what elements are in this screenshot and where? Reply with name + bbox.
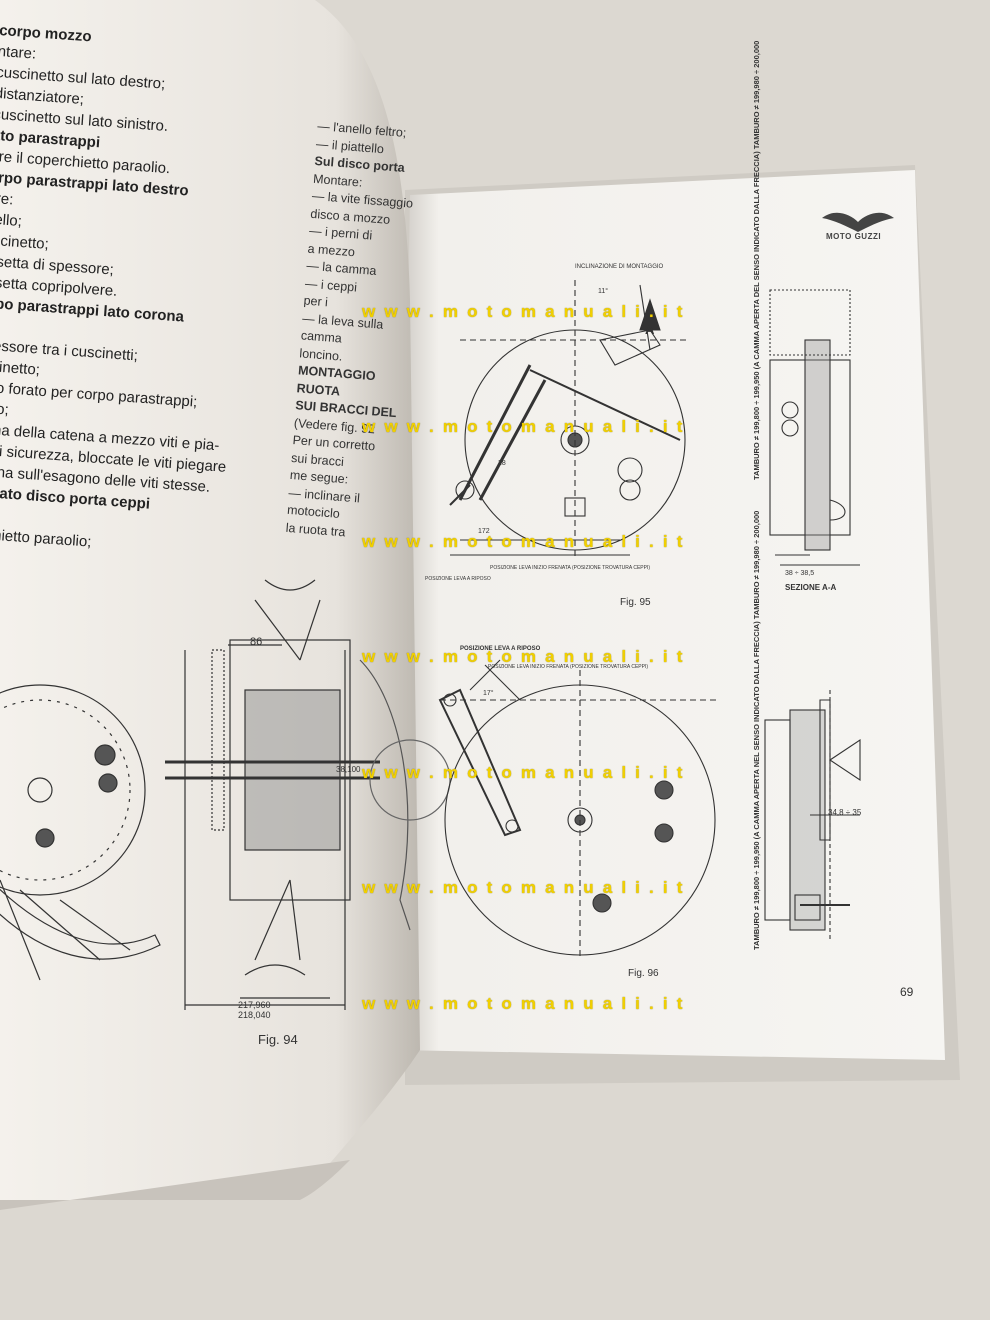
- dim-218040: 218,040: [238, 1010, 271, 1020]
- fig96-text-3: 17°: [483, 690, 494, 697]
- fig95-text-4: POSIZIONE LEVA A RIPOSO: [425, 576, 491, 582]
- fig96-drawing: [438, 659, 861, 960]
- fig96-label: Fig. 96: [628, 968, 659, 979]
- dim-86: 86: [250, 636, 263, 648]
- section-label: SEZIONE A-A: [785, 583, 837, 592]
- fig95-drawing: [449, 280, 860, 566]
- fig95-text-3: POSIZIONE LEVA INIZIO FRENATA (POSIZIONE…: [490, 565, 651, 571]
- watermark-1: w w w . m o t o m a n u a l i . i t: [362, 302, 685, 321]
- fig95-text-7: 38 ÷ 38,5: [785, 570, 815, 577]
- fig94-label: Fig. 94: [258, 1032, 298, 1047]
- watermark-3: w w w . m o t o m a n u a l i . i t: [362, 532, 685, 551]
- watermark-5: w w w . m o t o m a n u a l i . i t: [362, 763, 685, 782]
- section-marker: A: [645, 322, 655, 337]
- right-page: [395, 170, 945, 1060]
- fig96-text-4: 34,8 ÷ 35: [828, 808, 862, 817]
- fig94-drawing: [0, 579, 451, 1010]
- brand-label: MOTO GUZZI: [826, 232, 882, 241]
- fig95-label: Fig. 95: [620, 597, 651, 608]
- left-page-edge: [0, 1160, 350, 1210]
- fig95-text-2: 11°: [598, 288, 609, 295]
- watermark-6: w w w . m o t o m a n u a l i . i t: [362, 878, 685, 897]
- fig95-text-5: 172: [478, 528, 490, 535]
- watermark-4: w w w . m o t o m a n u a l i . i t: [362, 647, 685, 666]
- moto-guzzi-logo: [822, 212, 894, 232]
- page-number: 69: [900, 985, 914, 999]
- watermark-2: w w w . m o t o m a n u a l i . i t: [362, 417, 685, 436]
- fig95-text-1: INCLINAZIONE DI MONTAGGIO: [575, 264, 664, 270]
- watermark-7: w w w . m o t o m a n u a l i . i t: [362, 994, 685, 1013]
- dim-217960: 217,960: [238, 1000, 271, 1010]
- fig95-text-6: 28: [498, 460, 506, 467]
- vertical-note-fig95: TAMBURO ≠ 199,800 ÷ 199,950 (A CAMMA APE…: [752, 40, 761, 480]
- fig96-text-1: POSIZIONE LEVA A RIPOSO: [460, 646, 541, 652]
- fig96-text-2: POSIZIONE LEVA INIZIO FRENATA (POSIZIONE…: [488, 664, 649, 670]
- vertical-note-fig96: TAMBURO ≠ 199,800 ÷ 199,950 (A CAMMA APE…: [752, 510, 761, 950]
- dim-38100: 38,100: [336, 765, 361, 774]
